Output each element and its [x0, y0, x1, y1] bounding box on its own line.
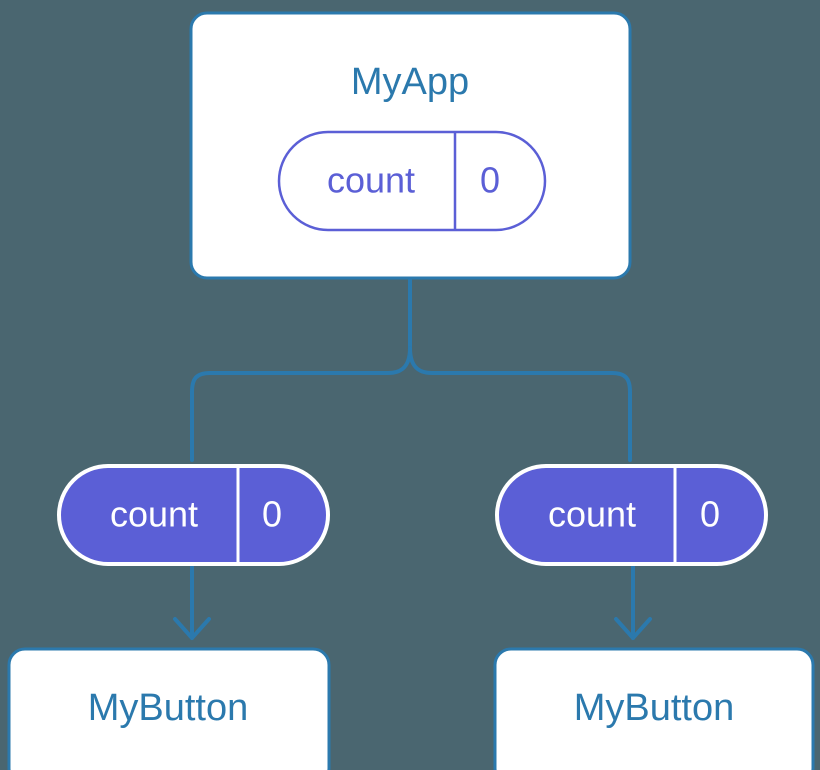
mybutton-left-card[interactable] [7, 647, 331, 770]
right-prop-pill-value: 0 [700, 494, 720, 535]
right-prop-pill[interactable]: count 0 [495, 464, 768, 566]
edge-branch-left [190, 346, 412, 462]
myapp-state-pill-body[interactable] [277, 130, 547, 232]
arrowhead-right-icon [614, 617, 652, 640]
myapp-state-pill[interactable]: count 0 [277, 130, 547, 232]
connector-edges [173, 276, 652, 640]
myapp-title: MyApp [351, 61, 469, 103]
right-prop-pill-body[interactable] [495, 464, 768, 566]
left-prop-pill[interactable]: count 0 [57, 464, 330, 566]
mybutton-right-card[interactable] [493, 647, 815, 770]
myapp-state-pill-value: 0 [480, 160, 500, 201]
edge-branch-right [408, 346, 632, 462]
right-prop-pill-key: count [548, 494, 636, 535]
left-prop-pill-key: count [110, 494, 198, 535]
left-prop-pill-value: 0 [262, 494, 282, 535]
node-myapp[interactable]: MyApp count 0 [189, 11, 632, 280]
node-mybutton-left[interactable]: MyButton [7, 647, 331, 770]
arrowhead-left-icon [173, 617, 211, 640]
mybutton-left-title: MyButton [88, 687, 249, 729]
node-mybutton-right[interactable]: MyButton [493, 647, 815, 770]
left-prop-pill-body[interactable] [57, 464, 330, 566]
mybutton-right-title: MyButton [574, 687, 735, 729]
myapp-state-pill-key: count [327, 160, 415, 201]
